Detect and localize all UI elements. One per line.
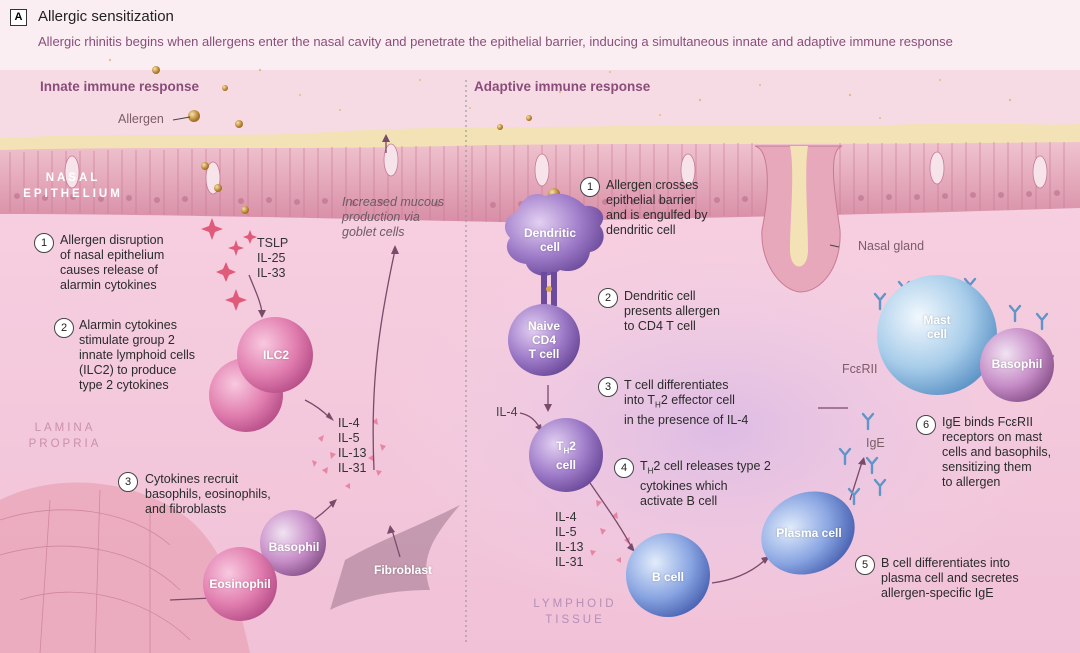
step-text: Allergen crosses epithelial barrier and … (606, 178, 708, 237)
step-text: Dendritic cell presents allergen to CD4 … (624, 289, 720, 333)
region-lamina-propria: LAMINA PROPRIA (28, 422, 102, 450)
adaptive-section-title: Adaptive immune response (474, 79, 651, 94)
ilc2-cell: ILC2 (262, 348, 289, 362)
plasma-cell: Plasma cell (776, 526, 842, 540)
step-text: IgE binds FcεRII receptors on mast cells… (942, 415, 1052, 489)
step-text: TH2 cell releases type 2 cytokines which… (640, 459, 771, 509)
step-text-b: 2 cell releases type 2 cytokines which a… (640, 459, 771, 508)
step-text: T cell differentiates into TH2 effector … (624, 378, 748, 428)
mucous-production-label: Increased mucous production via goblet c… (342, 195, 445, 239)
step-text: B cell differentiates into plasma cell a… (881, 556, 1019, 600)
step-number: 6 (916, 415, 936, 435)
step-text-a: T cell differentiates into T (624, 378, 729, 407)
step-number: 3 (598, 377, 618, 397)
il4-label: IL-4 (496, 405, 518, 419)
panel-title: Allergic sensitization (38, 8, 174, 25)
allergen-label: Allergen (118, 112, 164, 126)
panel-letter: A (10, 9, 27, 26)
th2-t: T (556, 439, 564, 453)
alarmin-cytokines: TSLP IL-25 IL-33 (257, 236, 289, 280)
fceri-label: FcεRII (842, 362, 878, 376)
type2-cytokines-innate: IL-4 IL-5 IL-13 IL-31 (338, 416, 367, 475)
basophil-cell-adaptive: Basophil (991, 357, 1043, 371)
step-text: Allergen disruption of nasal epithelium … (60, 233, 165, 292)
basophil-cell-innate: Basophil (268, 540, 320, 554)
step-text-b: 2 effector cell in the presence of IL-4 (624, 393, 749, 427)
step-number: 2 (54, 318, 74, 338)
step-text-sub: H (655, 400, 661, 410)
type2-cytokines-adaptive: IL-4 IL-5 IL-13 IL-31 (555, 510, 584, 569)
dendritic-cell: Dendritic cell (523, 226, 576, 254)
b-cell: B cell (651, 570, 684, 584)
step-number: 3 (118, 472, 138, 492)
step-text-sub: H (647, 466, 654, 476)
step-text: Cytokines recruit basophils, eosinophils… (145, 472, 271, 516)
panel-subtitle: Allergic rhinitis begins when allergens … (38, 34, 953, 49)
region-nasal-epithelium: NASAL EPITHELIUM (23, 172, 123, 200)
naive-cd4-t-cell: Naive CD4 T cell (527, 319, 561, 361)
th2-sub: H (563, 446, 570, 456)
step-number: 2 (598, 288, 618, 308)
mast-cell: Mast cell (923, 313, 951, 341)
step-number: 1 (580, 177, 600, 197)
eosinophil-cell: Eosinophil (209, 577, 271, 591)
ige-label: IgE (866, 436, 885, 450)
th2-cell: TH2 cell (540, 439, 592, 472)
th2-rest: 2 cell (555, 439, 576, 473)
step-text: Alarmin cytokines stimulate group 2 inna… (79, 318, 196, 392)
region-lymphoid-tissue: LYMPHOID TISSUE (533, 598, 617, 626)
step-number: 1 (34, 233, 54, 253)
step-number: 5 (855, 555, 875, 575)
innate-section-title: Innate immune response (40, 79, 200, 94)
nasal-gland-label: Nasal gland (858, 239, 925, 253)
step-number: 4 (614, 458, 634, 478)
fibroblast-cell: Fibroblast (373, 563, 432, 577)
step-text-a: T (640, 459, 648, 473)
